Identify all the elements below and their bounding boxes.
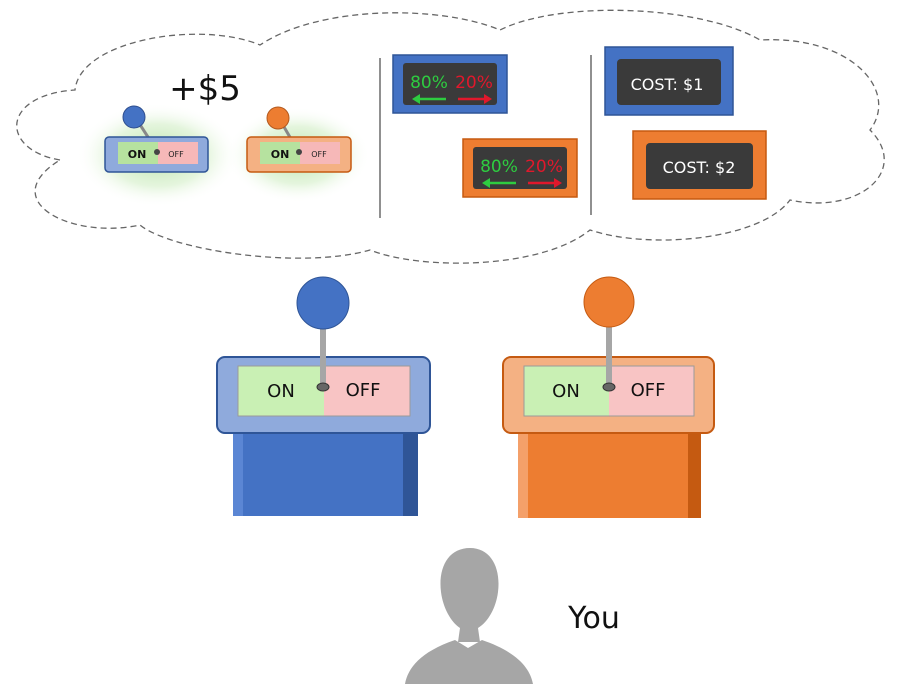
- person-shoulders: [405, 640, 533, 684]
- cost-display-blue: COST: $1: [604, 46, 734, 116]
- prob-orange-right-arrowhead: [554, 178, 562, 188]
- cost-display-orange: COST: $2: [632, 130, 767, 200]
- cost-orange-screen: [646, 143, 753, 189]
- lever-orange-pivot: [602, 382, 616, 392]
- person-silhouette-icon: [405, 548, 533, 684]
- prob-blue-right-value: 20%: [455, 73, 493, 93]
- prob-orange-left-arrowhead: [482, 178, 490, 188]
- mini-orange-knob: [266, 106, 290, 130]
- mini-orange-lever: ON OFF: [226, 106, 370, 203]
- lever-orange-pedestal: [518, 430, 701, 518]
- lever-blue-on-label: ON: [267, 381, 295, 402]
- prob-blue-screen: [403, 63, 497, 105]
- lever-blue: ON OFF: [216, 276, 431, 516]
- lever-blue-knob: [296, 276, 350, 330]
- mini-blue-knob: [122, 105, 146, 129]
- mini-blue-off-label: OFF: [168, 150, 184, 159]
- prob-blue-left-arrowhead: [412, 94, 420, 104]
- lever-blue-on-area: [238, 366, 324, 416]
- mini-blue-lever: ON OFF: [76, 103, 240, 207]
- prob-display-blue: 80% 20%: [392, 54, 508, 114]
- lever-blue-pivot: [316, 382, 330, 392]
- prob-display-orange: 80% 20%: [462, 138, 578, 198]
- lever-blue-off-label: OFF: [346, 380, 381, 401]
- person-head: [440, 548, 499, 642]
- lever-orange-on-label: ON: [552, 381, 580, 402]
- lever-blue-pedestal: [233, 430, 418, 516]
- cost-blue-screen: [617, 59, 721, 105]
- mini-blue-on-label: ON: [128, 148, 147, 161]
- mini-blue-pivot: [154, 149, 160, 155]
- mini-orange-on-area: [260, 142, 300, 164]
- person-label: You: [567, 601, 620, 636]
- prob-blue-right-arrowhead: [484, 94, 492, 104]
- cost-orange-text: COST: $2: [663, 158, 736, 177]
- prob-blue-left-value: 80%: [410, 73, 448, 93]
- mini-blue-on-area: [118, 142, 158, 164]
- prob-orange-screen: [473, 147, 567, 189]
- mini-orange-off-label: OFF: [311, 150, 327, 159]
- prob-orange-right-value: 20%: [525, 157, 563, 177]
- lever-blue-off-area: [324, 366, 410, 416]
- reward-text: +$5: [169, 69, 241, 109]
- lever-orange-pedestal-shade: [688, 430, 701, 518]
- lever-orange-on-area: [524, 366, 609, 416]
- mini-orange-pivot: [296, 149, 302, 155]
- lever-orange: ON OFF: [502, 276, 715, 518]
- lever-orange-pedestal-light: [518, 430, 528, 518]
- prob-orange-left-value: 80%: [480, 157, 518, 177]
- lever-orange-knob: [583, 276, 635, 328]
- mini-blue-off-area: [158, 142, 198, 164]
- lever-orange-off-area: [609, 366, 694, 416]
- mini-orange-on-label: ON: [271, 148, 290, 161]
- lever-blue-pedestal-shade: [403, 430, 418, 516]
- lever-blue-pedestal-light: [233, 430, 243, 516]
- lever-orange-off-label: OFF: [631, 380, 666, 401]
- cost-blue-text: COST: $1: [631, 75, 704, 94]
- mini-orange-off-area: [300, 142, 340, 164]
